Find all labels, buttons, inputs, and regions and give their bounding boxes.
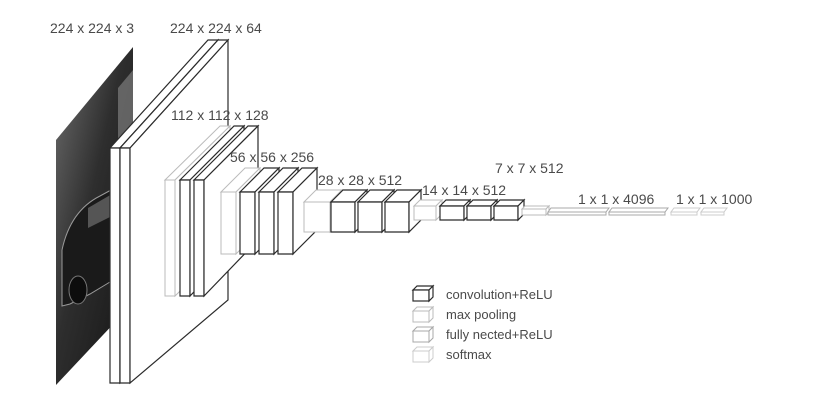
- legend-icon-softmax: [411, 345, 435, 364]
- label-conv4: 28 x 28 x 512: [318, 172, 403, 188]
- legend-label-pool: max pooling: [446, 307, 517, 322]
- legend-icon-pool: [411, 305, 435, 324]
- legend-label-conv: convolution+ReLU: [446, 287, 553, 302]
- conv5-block: [438, 198, 526, 222]
- label-conv5: 14 x 14 x 512: [422, 182, 507, 198]
- label-pool5: 7 x 7 x 512: [495, 160, 564, 176]
- softmax-layers: [670, 207, 728, 216]
- legend-icon-conv: [411, 284, 435, 303]
- label-fc: 1 x 1 x 4096: [578, 191, 655, 207]
- label-conv2: 112 x 112 x 128: [171, 107, 269, 123]
- label-conv1: 224 x 224 x 64: [170, 20, 262, 36]
- conv4-block: [329, 188, 423, 234]
- label-output: 1 x 1 x 1000: [676, 191, 753, 207]
- label-input: 224 x 224 x 3: [50, 20, 135, 36]
- pool5-slab: [520, 204, 551, 217]
- legend-icon-fc: [411, 325, 435, 344]
- legend-label-softmax: softmax: [446, 347, 492, 362]
- fc-layers: [547, 207, 669, 216]
- legend-label-fc: fully nected+ReLU: [446, 327, 553, 342]
- pool4-slab: [412, 198, 444, 222]
- label-conv3: 56 x 56 x 256: [230, 149, 315, 165]
